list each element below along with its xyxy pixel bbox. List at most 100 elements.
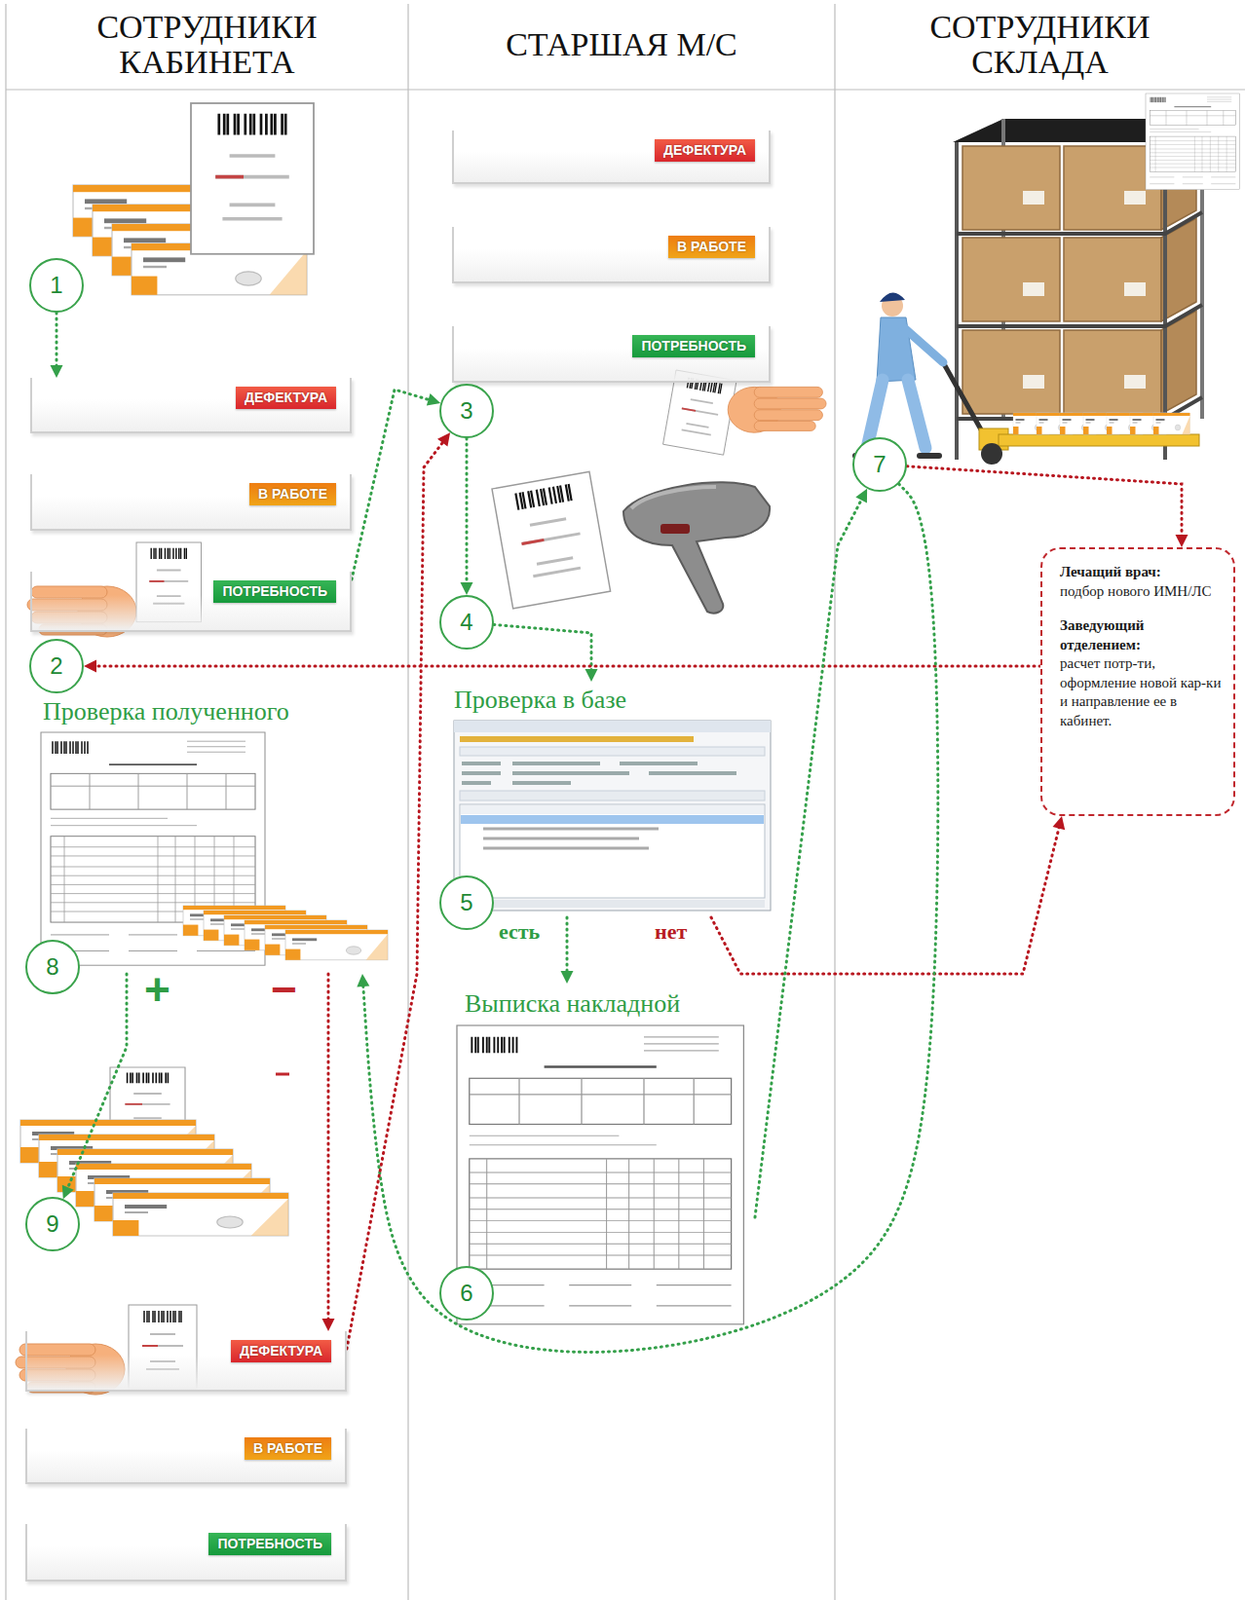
note-text: расчет потр-ти, оформление новой кар-ки … [1059, 654, 1222, 731]
request-card [491, 471, 611, 608]
tray-box: ПОТРЕБНОСТЬ [30, 571, 352, 633]
edge-label: есть [498, 921, 540, 944]
arrow-head [322, 1319, 336, 1332]
status-tag: ПОТРЕБНОСТЬ [632, 335, 755, 358]
tray-box: ДЕФЕКТУРА [452, 130, 771, 185]
step-circle: 9 [25, 1197, 80, 1252]
worker-body [876, 317, 916, 382]
step4-picture [491, 471, 770, 613]
jack-handle [943, 362, 986, 439]
swimlane: СТАРШАЯ М/СДЕФЕКТУРАВ РАБОТЕПОТРЕБНОСТЬ3… [408, 0, 835, 1600]
callout-number: 6 [459, 1282, 473, 1306]
step-circle: 4 [439, 595, 494, 650]
status-tag: ДЕФЕКТУРА [654, 139, 755, 162]
carton-label [1124, 375, 1146, 389]
step-title: Проверка полученного [35, 693, 394, 727]
arrow-head [437, 432, 451, 447]
dotted-line [906, 466, 1182, 538]
rule [5, 3, 1245, 1600]
step-title: Проверка в базе [433, 681, 775, 716]
arrow-head [50, 365, 64, 378]
flow-connector [351, 389, 441, 580]
arrow-head [356, 974, 370, 987]
step-circle: 6 [439, 1266, 494, 1321]
arrow-head [62, 1185, 75, 1201]
swimlane: СОТРУДНИКИ СКЛАДА 7Лечащий врач:подбор но… [834, 0, 1245, 1600]
callout-number: 8 [45, 955, 59, 980]
scanner-window [660, 524, 690, 534]
jack-wheel [980, 443, 1003, 465]
arrow-head [1175, 534, 1189, 548]
tray-box: В РАБОТЕ [452, 226, 771, 284]
tray-box: ДЕФЕКТУРА [30, 377, 352, 434]
arrow-head [561, 971, 574, 984]
carton-labels [1022, 190, 1146, 389]
hand [727, 386, 827, 433]
invoice-document [456, 1025, 744, 1325]
note-box: Лечащий врач:подбор нового ИМН/ЛСЗаведую… [1040, 547, 1236, 817]
flow-connector [62, 974, 127, 1200]
status-tag: ПОТРЕБНОСТЬ [208, 1533, 332, 1556]
medicine-box [285, 930, 388, 961]
carton-label [1124, 190, 1146, 205]
swimlane: СОТРУДНИКИ КАБИНЕТА1ДЕФЕКТУРАВ РАБОТЕПОТ… [5, 0, 409, 1600]
lane-title: СОТРУДНИКИ СКЛАДА [834, 0, 1245, 90]
carton-label [1124, 282, 1146, 297]
step-circle: 8 [25, 940, 80, 995]
arrow-head [1053, 816, 1066, 830]
status-tag: В РАБОТЕ [249, 483, 337, 506]
step8-picture [40, 732, 388, 966]
callout-number: 3 [459, 399, 473, 423]
worker-cap [879, 292, 906, 302]
step-panel: Выписка накладной 6 [433, 983, 755, 1330]
note-text: подбор нового ИМН/ЛС [1059, 582, 1222, 603]
dotted-line [465, 438, 469, 586]
dotted-line [565, 917, 569, 975]
step-circle: 5 [439, 875, 494, 931]
step-title: Выписка накладной [433, 983, 755, 1019]
step3-picture [663, 370, 827, 455]
medicine-box [1153, 413, 1191, 435]
rack-shelves [956, 212, 1203, 419]
column-rules [5, 3, 1245, 1600]
invoice-document [1145, 93, 1241, 190]
red-dash [275, 1073, 290, 1077]
status-tag: В РАБОТЕ [244, 1437, 332, 1461]
barcode-scanner [623, 482, 770, 613]
tray-box: ПОТРЕБНОСТЬ [452, 326, 771, 383]
step-panel: Проверка полученного8 [35, 693, 394, 975]
carton-label [1022, 375, 1045, 389]
edge-label: − [270, 967, 298, 1013]
warehouse [855, 93, 1241, 465]
flow-connector [50, 312, 64, 378]
dotted-line [754, 497, 864, 1218]
status-tag: ДЕФЕКТУРА [235, 386, 337, 410]
scanner-highlight [631, 487, 717, 509]
worker-arm [901, 325, 944, 363]
status-tag: ПОТРЕБНОСТЬ [213, 580, 337, 604]
arrow-head [585, 669, 599, 682]
edge-label: нет [654, 921, 687, 944]
flow-connector [322, 974, 336, 1332]
tray-box: ПОТРЕБНОСТЬ [25, 1524, 347, 1583]
carton [1063, 330, 1162, 415]
medicine-box [113, 1193, 289, 1237]
dotted-line [711, 826, 1060, 975]
flow-connector [754, 489, 868, 1218]
carton-label [1022, 190, 1045, 205]
status-tag: В РАБОТЕ [668, 235, 755, 259]
jack-forks [998, 434, 1200, 447]
dotted-line [363, 484, 939, 1354]
callout-number: 9 [45, 1212, 59, 1237]
carton [962, 146, 1060, 230]
step-circle: 1 [29, 258, 84, 313]
flow-connector [346, 432, 451, 1350]
callout-number: 7 [872, 452, 886, 477]
rack-posts [956, 142, 1166, 460]
flow-connector [711, 816, 1065, 975]
note-text: Лечащий врач: [1059, 563, 1222, 583]
carton-label [1022, 282, 1045, 297]
dotted-line [351, 389, 432, 580]
step-circle: 3 [439, 383, 494, 439]
dotted-line [346, 440, 445, 1350]
